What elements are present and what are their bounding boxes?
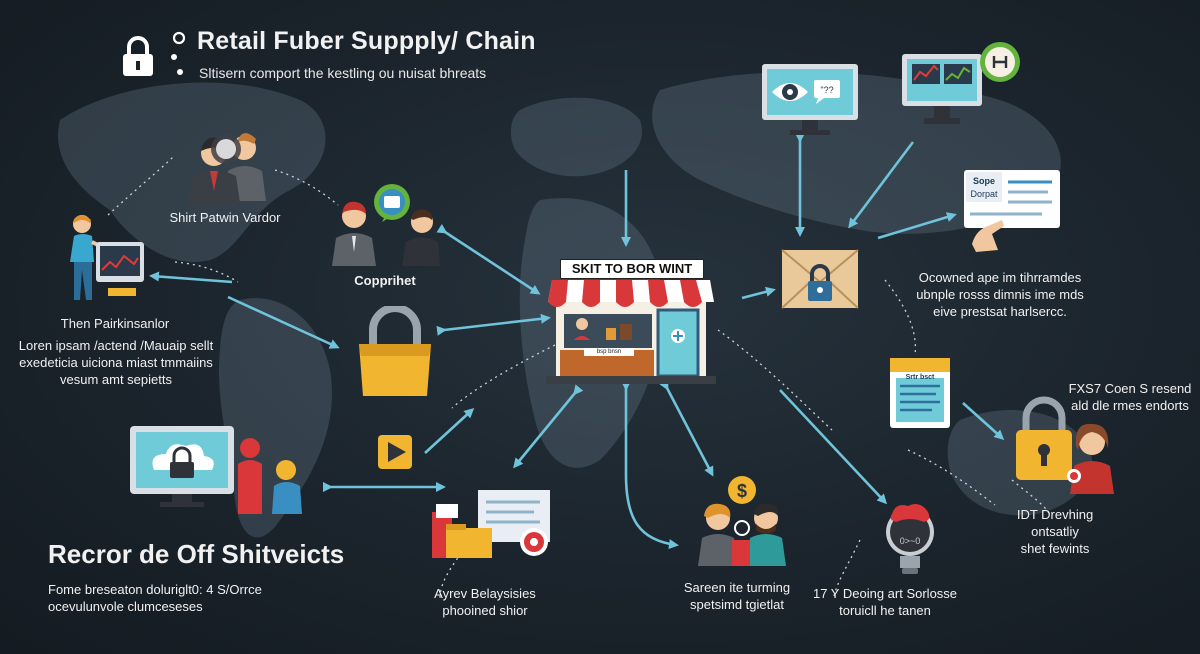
bulb-text: 0>~0 xyxy=(899,536,921,546)
fxs-desc-line: FXS7 Coen S resend xyxy=(1068,381,1192,396)
idea-bulb-icon xyxy=(880,500,940,580)
sareen-desc: Sareen ite turming spetsimd tgietlat xyxy=(662,579,812,613)
vendor-label: Shirt Patwin Vardor xyxy=(169,210,281,225)
arrow-partner-in xyxy=(149,271,233,284)
ownership-desc: Ocowned ape im tihrramdes ubnple rosss d… xyxy=(900,269,1100,320)
bottom-desc-line: ocevulunvole clumceseses xyxy=(48,599,203,614)
chat-people-icon xyxy=(330,180,442,268)
report-document-icon xyxy=(888,356,952,430)
idt-desc-line: ontsatliy xyxy=(1031,524,1079,539)
copprihet-label: Copprihet xyxy=(354,273,416,288)
play-video-icon xyxy=(376,433,414,471)
partner-desc-line: Loren ipsam /actend /Mauaip sellt xyxy=(18,338,214,353)
padlock-icon xyxy=(121,36,155,78)
fxs-desc-line: ald dle rmes endorts xyxy=(1071,398,1189,413)
arrow-play-store xyxy=(424,407,475,454)
ayrev-desc-line: Ayrev Belaysisies xyxy=(434,586,536,601)
bottom-title: Recror de Off Shitveicts xyxy=(48,539,345,569)
arrow-partner-lock xyxy=(227,295,340,349)
arrow-store-bulb xyxy=(779,389,888,505)
sareen-desc-line: Sareen ite turming xyxy=(683,580,791,595)
partner-desc: Loren ipsam /actend /Mauaip sellt exedet… xyxy=(0,337,232,388)
documents-folder-icon xyxy=(430,488,552,564)
doc-card-title: Sope xyxy=(972,176,995,186)
arrow-store-people xyxy=(659,379,714,477)
finance-people-icon xyxy=(692,474,792,566)
partner-desc-line: vesum amt sepietts xyxy=(60,372,172,387)
ownership-desc-line: eive prestsat harlsercc. xyxy=(933,304,1067,319)
bottom-desc: Fome breseaton doluriglt0: 4 S/Orrce oce… xyxy=(48,581,308,615)
store-sign: SKIT TO BOR WINT xyxy=(560,259,704,279)
arrow-store-papers xyxy=(513,384,584,469)
bottom-desc-line: Fome breseaton doluriglt0: 4 S/Orrce xyxy=(48,582,262,597)
idt-desc-line: IDT Drevhing xyxy=(1016,507,1094,522)
idt-desc: IDT Drevhing ontsatliy shet fewints xyxy=(990,506,1120,557)
sareen-desc-line: spetsimd tgietlat xyxy=(690,597,784,612)
ownership-desc-line: Ocowned ape im tihrramdes xyxy=(918,270,1082,285)
partner-title: Then Pairkinsanlor xyxy=(60,316,170,331)
security-lock-icon xyxy=(355,306,435,398)
ayrev-desc-line: phooined shior xyxy=(442,603,528,618)
idt-desc-line: shet fewints xyxy=(1020,541,1090,556)
secure-envelope-icon xyxy=(780,248,860,310)
analytics-monitor-icon xyxy=(898,40,1024,130)
counter-label: bsp bnsn xyxy=(584,348,634,356)
deoing-desc-line: 17 Y Deoing art Sorlosse xyxy=(812,586,958,601)
vendor-people-icon xyxy=(184,131,270,203)
monitoring-eye-monitor-icon: "?? xyxy=(760,62,860,138)
ownership-desc-line: ubnple rosss dimnis ime mds xyxy=(916,287,1084,302)
doc-card-sub: Dorpat xyxy=(970,189,998,199)
partner-desc-line: exedeticia uiciona miast tmmaiins xyxy=(19,355,213,370)
deoing-desc-line: toruicll he tanen xyxy=(839,603,931,618)
cloud-security-monitor-icon xyxy=(128,424,320,514)
arrow-store-envelope xyxy=(741,286,776,300)
analyst-computer-icon xyxy=(64,212,146,304)
ayrev-desc: Ayrev Belaysisies phooined shior xyxy=(410,585,560,619)
svg-text:"??: "?? xyxy=(820,85,833,95)
page-title: Retail Fuber Suppply/ Chain xyxy=(197,27,536,55)
dots-icon xyxy=(166,31,188,79)
arrow-report-lock xyxy=(962,402,1005,441)
dollar-symbol: $ xyxy=(736,481,747,501)
document-card-icon xyxy=(962,168,1062,252)
retail-store-icon xyxy=(546,258,716,386)
fxs-desc: FXS7 Coen S resend ald dle rmes endorts xyxy=(1060,380,1200,414)
page-subtitle: Sltisern comport the kestling ou nuisat … xyxy=(199,65,487,81)
arrow-envelope-card xyxy=(877,212,957,240)
arrow-vendor-store xyxy=(436,223,541,295)
secure-user-lock-icon xyxy=(1012,396,1116,494)
report-card-title: Srtr bsct xyxy=(905,374,935,381)
deoing-desc: 17 Y Deoing art Sorlosse toruicll he tan… xyxy=(800,585,970,619)
arrow-curve-bottom xyxy=(624,474,679,549)
arrow-monitor2-envelope xyxy=(848,141,915,229)
arrow-lock-store xyxy=(436,313,551,336)
